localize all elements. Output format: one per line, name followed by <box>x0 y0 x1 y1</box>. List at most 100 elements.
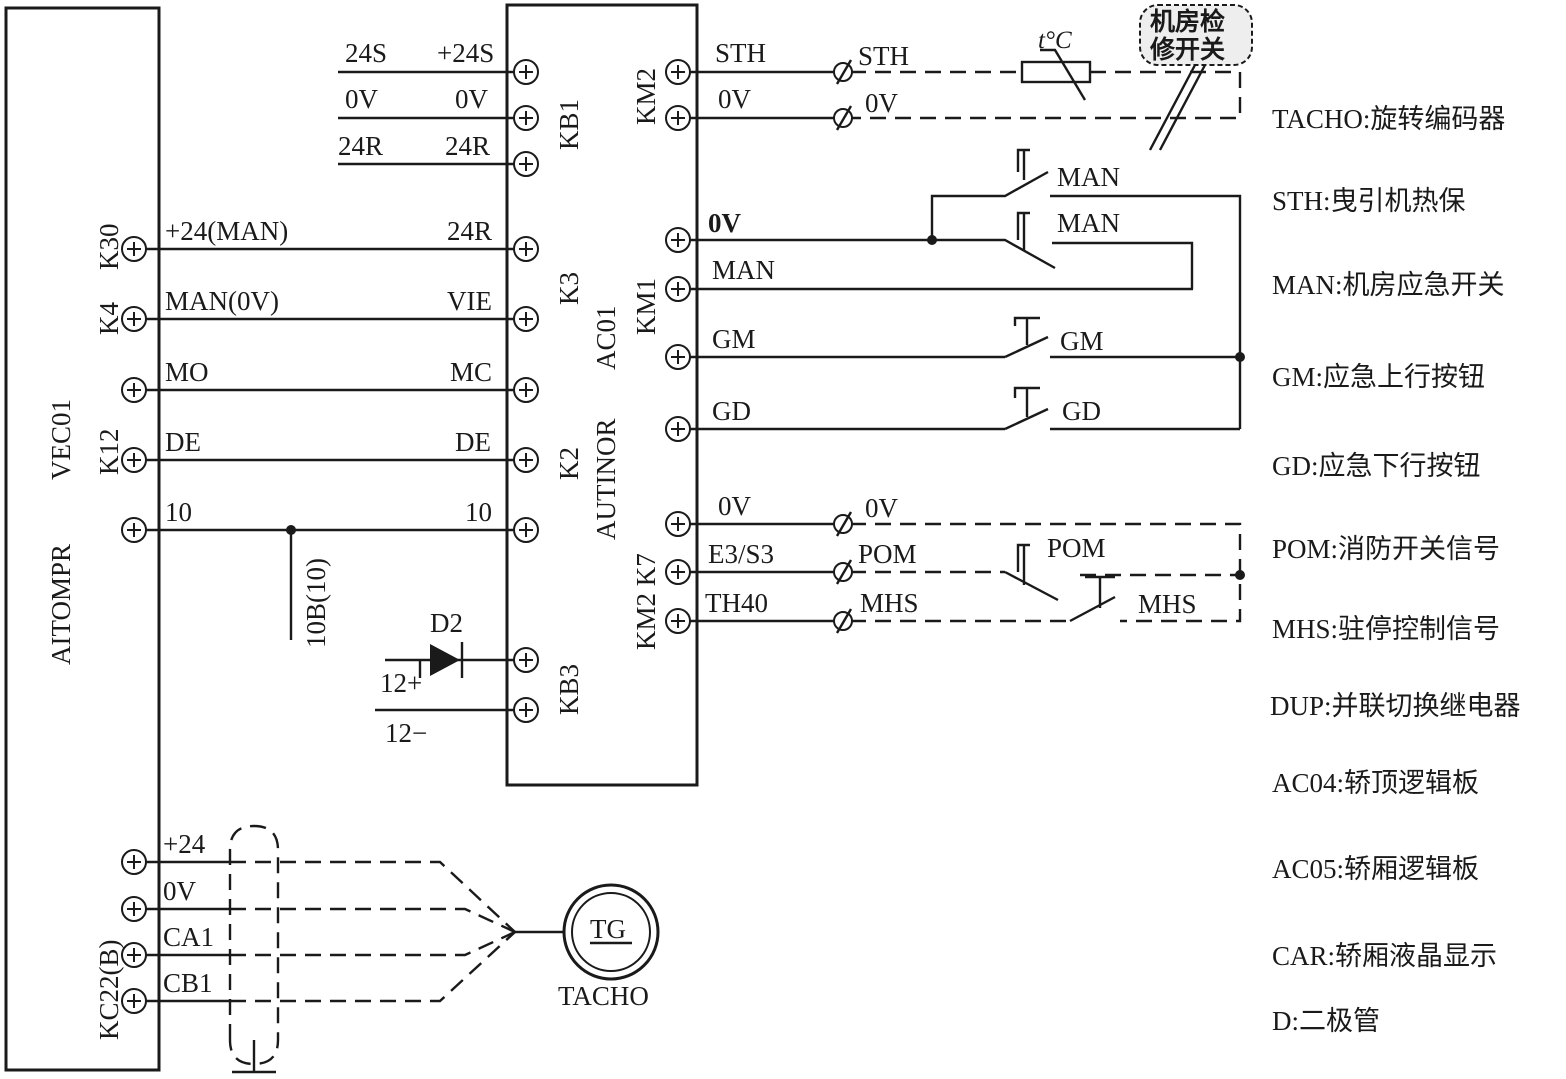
terminal-group <box>121 59 691 1014</box>
man-switch-1 <box>930 170 1100 240</box>
wire-label-de-r: DE <box>455 427 491 457</box>
pom-switch-actuator <box>1016 543 1030 585</box>
legend-item-dup: DUP:并联切换继电器 <box>1270 691 1521 721</box>
diode-pos-label: 12+ <box>380 668 422 698</box>
wire-label-mo: MO <box>165 357 209 387</box>
branch-label-10b: 10B(10) <box>301 558 331 648</box>
tacho-wire-label-cb1: CB1 <box>163 968 213 998</box>
callout-pointer <box>1148 64 1207 151</box>
right-bus <box>1100 194 1242 429</box>
legend-item-sth: STH:曳引机热保 <box>1272 186 1466 216</box>
terminal-plus-mark <box>127 855 141 869</box>
k7-term-0v: 0V <box>865 493 899 523</box>
term-label-0v-km2: 0V <box>865 88 899 118</box>
wire-label-24r-k3: 24R <box>447 216 492 246</box>
gd-switch-actuator <box>1013 386 1040 417</box>
terminal-plus-mark <box>671 614 685 628</box>
terminal-plus-mark <box>127 994 141 1008</box>
switch-label-gm: GM <box>1060 326 1104 356</box>
km1-label-gm: GM <box>712 324 756 354</box>
junction-gm <box>1235 352 1245 362</box>
wire-label-vie: VIE <box>447 286 492 316</box>
legend-item-ac05: AC05:轿厢逻辑板 <box>1272 854 1479 884</box>
gm-switch-actuator <box>1013 316 1040 345</box>
tacho-wire-label-ca1: CA1 <box>163 922 214 952</box>
autinor-module-box <box>505 3 699 787</box>
wire-label-sth: STH <box>715 38 766 68</box>
callout-line-2: 修开关 <box>1149 35 1225 64</box>
terminal-plus-mark <box>127 383 141 397</box>
k4-label: K4 <box>94 302 124 335</box>
legend-item-mhs: MHS:驻停控制信号 <box>1272 614 1500 644</box>
connector-terminal-slash <box>835 608 853 634</box>
connector-terminal-slash <box>835 59 853 85</box>
thermal-resistor <box>1020 60 1092 84</box>
vec01-label: VEC01 <box>46 399 76 480</box>
terminal-plus-mark <box>671 282 685 296</box>
vec01-module-box <box>4 6 161 1072</box>
k7-label-0v: 0V <box>718 491 752 521</box>
wire-label-10-r: 10 <box>465 497 492 527</box>
gd-switch <box>1004 407 1240 431</box>
tacho-dash-3 <box>230 930 516 957</box>
legend-item-car: CAR:轿厢液晶显示 <box>1272 941 1497 971</box>
tacho-dash-4 <box>230 931 516 1003</box>
terminal-plus-mark <box>519 703 533 717</box>
terminal-plus-mark <box>519 383 533 397</box>
connector-group <box>833 59 853 634</box>
callout-line-1: 机房检 <box>1150 7 1225 36</box>
wire-label-mc: MC <box>450 357 492 387</box>
kb3-label: KB3 <box>554 664 584 715</box>
terminal-plus-mark <box>671 111 685 125</box>
diode-neg-label: 12− <box>385 718 427 748</box>
wire-label-24r-l: 24R <box>338 131 383 161</box>
autinor-label: AUTINOR <box>591 419 621 541</box>
terminal-plus-mark <box>519 157 533 171</box>
wire-label-0v-r: 0V <box>455 84 489 114</box>
ac01-label: AC01 <box>591 305 621 370</box>
pom-switch <box>1004 570 1059 602</box>
km2-label: KM2 <box>631 68 661 125</box>
man-switch-2 <box>932 238 1194 289</box>
thermal-label: t°C <box>1038 27 1072 54</box>
wire-label-10-l: 10 <box>165 497 192 527</box>
terminal-plus-mark <box>671 350 685 364</box>
terminal-plus-mark <box>127 523 141 537</box>
tacho-generator-inner <box>571 892 651 972</box>
k30-label: K30 <box>94 224 124 271</box>
wire-label-man0v: MAN(0V) <box>165 286 279 316</box>
km1-label: KM1 <box>631 278 661 335</box>
kc22b-label: KC22(B) <box>94 940 124 1041</box>
k7-label-e3s3: E3/S3 <box>708 539 774 569</box>
terminal-plus-mark <box>671 517 685 531</box>
km1-label-gd: GD <box>712 396 751 426</box>
legend-item-gm: GM:应急上行按钮 <box>1272 362 1485 392</box>
legend-item-gd: GD:应急下行按钮 <box>1272 451 1481 481</box>
switch-label-mhs: MHS <box>1138 589 1197 619</box>
terminal-plus-mark <box>519 65 533 79</box>
km1-label-man: MAN <box>712 255 775 285</box>
aitompr-label: AITOMPR <box>46 544 76 665</box>
terminal-plus-mark <box>127 902 141 916</box>
terminal-plus-mark <box>127 312 141 326</box>
wire-label-0v-l: 0V <box>345 84 379 114</box>
wire-label-24r-r: 24R <box>445 131 490 161</box>
k7-term-pom: POM <box>858 539 917 569</box>
junction-pom <box>1235 570 1245 580</box>
man-switch-2-actuator <box>1016 211 1030 250</box>
terminal-plus-mark <box>519 111 533 125</box>
tacho-dash-2 <box>230 907 516 934</box>
legend-item-man: MAN:机房应急开关 <box>1272 270 1505 300</box>
diode-label: D2 <box>430 608 463 638</box>
k7-term-mhs: MHS <box>860 588 919 618</box>
legend-item-d: D:二极管 <box>1272 1006 1380 1036</box>
cable-shield <box>228 824 280 1066</box>
switch-label-man-1: MAN <box>1057 162 1120 192</box>
tacho-dash-1 <box>230 860 516 933</box>
switch-label-man-2: MAN <box>1057 208 1120 238</box>
switch-label-gd: GD <box>1062 396 1101 426</box>
callout-bubble <box>1139 4 1253 66</box>
terminal-plus-mark <box>519 523 533 537</box>
k7-label-th40: TH40 <box>705 588 768 618</box>
